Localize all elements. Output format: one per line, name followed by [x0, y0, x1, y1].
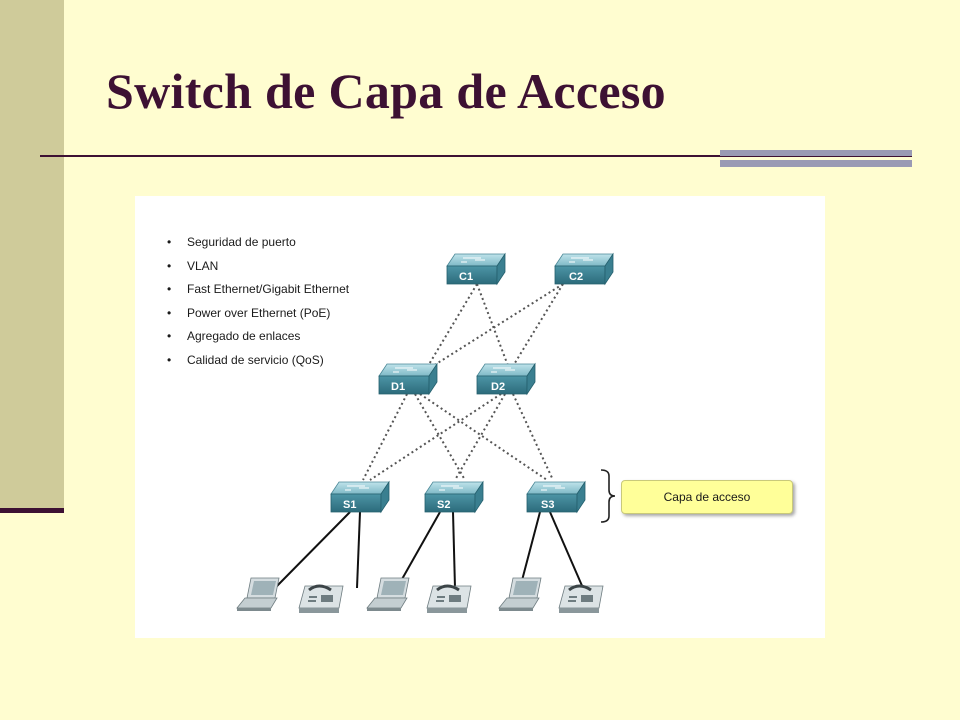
- access-device-links: [274, 511, 584, 589]
- switch-c2: C2: [554, 253, 614, 285]
- network-diagram: C1 C2 D1 D2 S1 S2 S3: [135, 196, 825, 638]
- access-layer-callout: Capa de acceso: [621, 480, 793, 514]
- switch-s1: S1: [330, 481, 390, 513]
- left-decorative-bar: [0, 0, 64, 508]
- ip-phone-icon: [557, 584, 605, 615]
- switch-d1: D1: [378, 363, 438, 395]
- title-divider: [40, 155, 912, 157]
- feature-item: Agregado de enlaces: [165, 328, 349, 352]
- switch-d1-label: D1: [391, 381, 405, 393]
- switch-s1-label: S1: [343, 499, 356, 511]
- switch-s3-label: S3: [541, 499, 554, 511]
- switch-s2-label: S2: [437, 499, 450, 511]
- ip-phone-icon: [297, 584, 345, 615]
- feature-item: Power over Ethernet (PoE): [165, 305, 349, 329]
- title-accent-bar-top: [720, 150, 912, 156]
- feature-item: Fast Ethernet/Gigabit Ethernet: [165, 281, 349, 305]
- laptop-icon: [366, 577, 410, 612]
- ip-phone-icon: [425, 584, 473, 615]
- title-accent-bar-bottom: [720, 160, 912, 167]
- access-layer-bracket: [600, 469, 616, 523]
- laptop-icon: [498, 577, 542, 612]
- slide-title: Switch de Capa de Acceso: [106, 63, 666, 119]
- laptop-icon: [236, 577, 280, 612]
- switch-c2-label: C2: [569, 271, 583, 283]
- switch-c1: C1: [446, 253, 506, 285]
- core-distribution-links: [424, 283, 564, 372]
- feature-item: Calidad de servicio (QoS): [165, 352, 349, 376]
- switch-d2-label: D2: [491, 381, 505, 393]
- distribution-access-links: [362, 393, 554, 481]
- feature-item: VLAN: [165, 258, 349, 282]
- topology-graphic: C1 C2 D1 D2 S1 S2 S3: [236, 253, 616, 615]
- switch-c1-label: C1: [459, 271, 473, 283]
- left-bar-underline: [0, 508, 64, 513]
- switch-s2: S2: [424, 481, 484, 513]
- access-switch-feature-list: Seguridad de puerto VLAN Fast Ethernet/G…: [165, 234, 349, 375]
- switch-s3: S3: [526, 481, 586, 513]
- feature-item: Seguridad de puerto: [165, 234, 349, 258]
- switch-d2: D2: [476, 363, 536, 395]
